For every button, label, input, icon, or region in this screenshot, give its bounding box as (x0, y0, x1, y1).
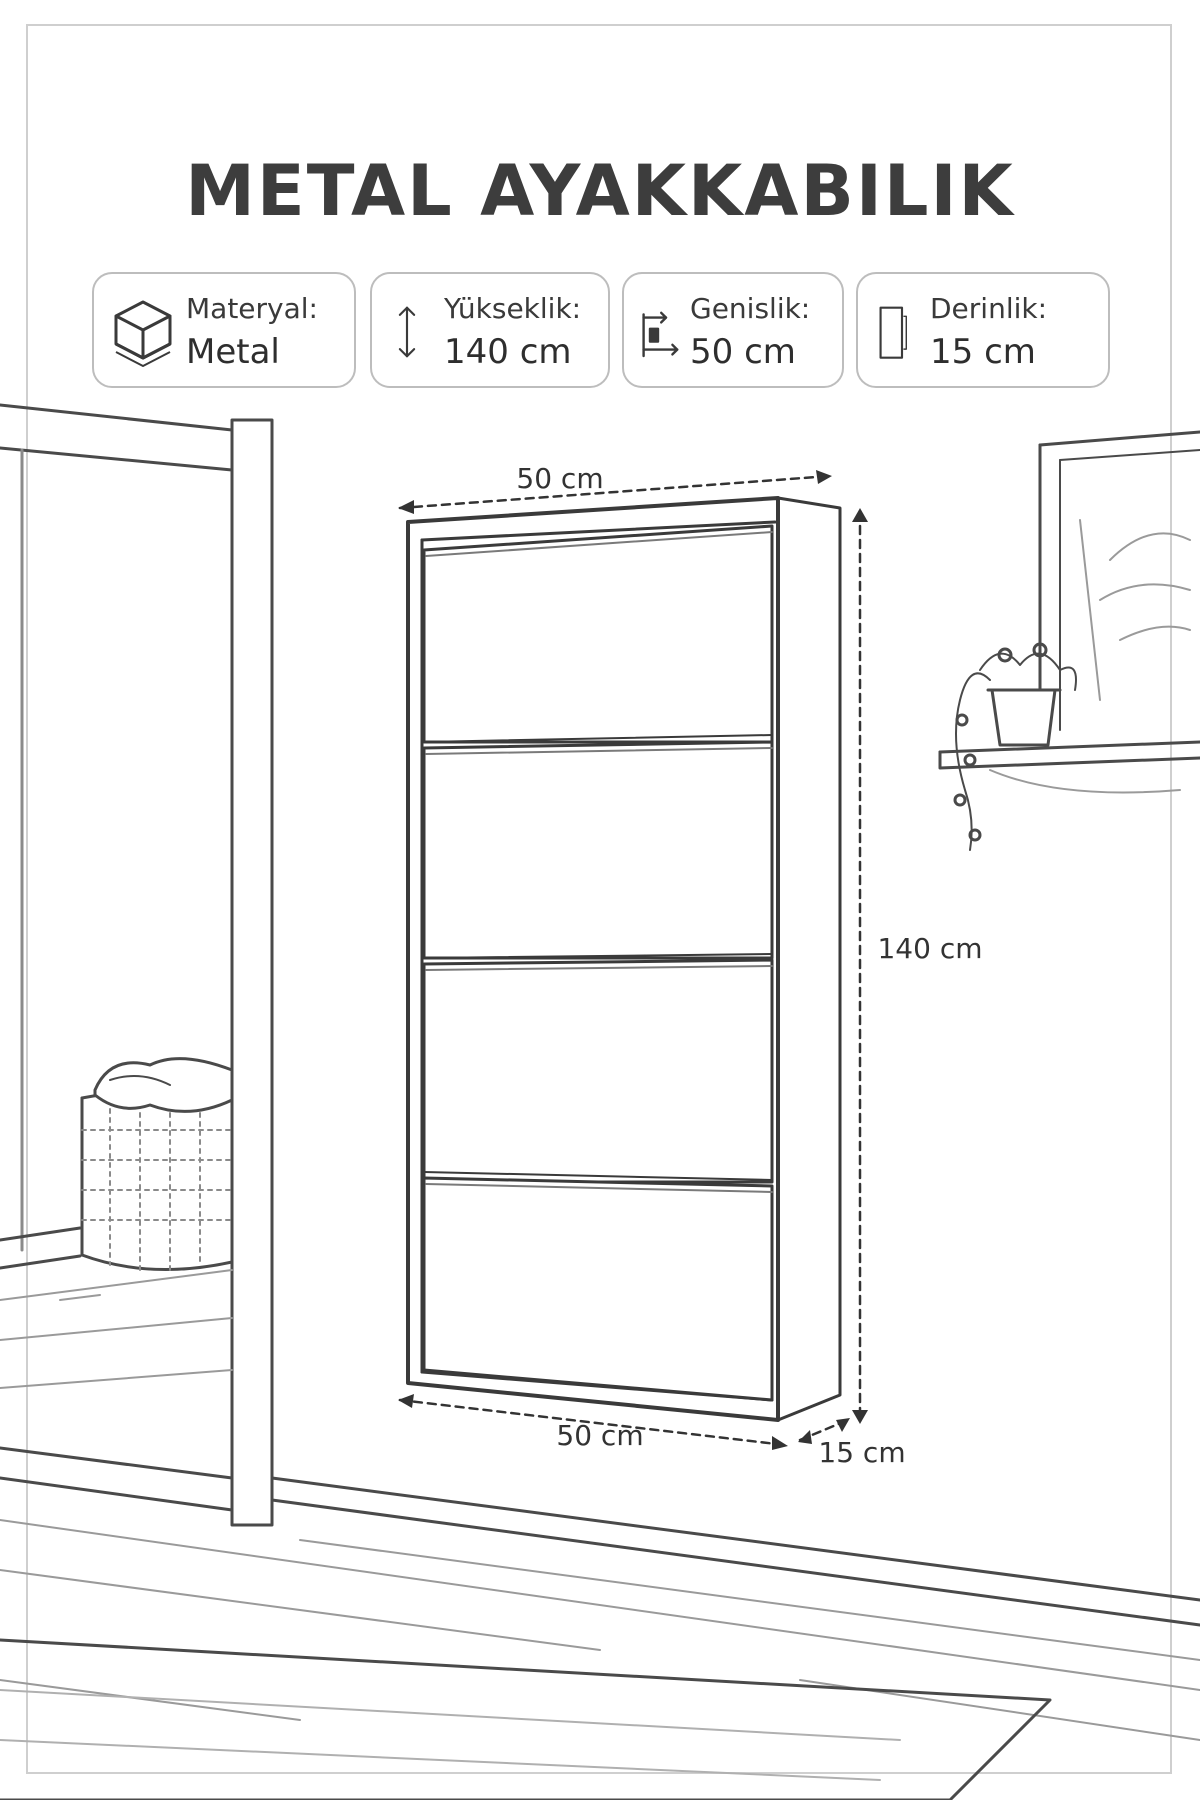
wall-shelf-illustration (938, 740, 1200, 794)
potted-plant-illustration (953, 642, 1077, 851)
vertical-arrow-icon (398, 306, 416, 358)
bottom-width-dimension-line (398, 1398, 787, 1447)
left-ceiling-beam-bottom (0, 446, 234, 472)
rug-outline (0, 1638, 1052, 1800)
spec-card-depth: Derinlik: 15 cm (856, 272, 1110, 388)
door-frame-post (230, 418, 274, 1527)
cabinet-door-3 (422, 958, 774, 1184)
cabinet-door-1 (422, 524, 774, 744)
spec-value-height: 140 cm (444, 332, 572, 372)
depth-panel-icon (879, 306, 907, 359)
spec-label-material: Materyal: (186, 292, 318, 325)
spec-value-depth: 15 cm (930, 332, 1036, 372)
page-title: METAL AYAKKABILIK (185, 150, 1015, 232)
wall-picture-illustration (1038, 430, 1200, 747)
top-width-label: 50 cm (516, 462, 603, 495)
spec-card-width: Genislik: 50 cm (622, 272, 844, 388)
top-width-dimension-line (398, 474, 832, 510)
depth-label: 15 cm (818, 1436, 905, 1469)
horizontal-arrow-icon (642, 311, 679, 358)
spec-label-width: Genislik: (690, 292, 811, 325)
spec-value-width: 50 cm (690, 332, 796, 372)
spec-value-material: Metal (186, 332, 280, 372)
laundry-basket-illustration (80, 1057, 234, 1271)
spec-card-height: Yükseklik: 140 cm (370, 272, 610, 388)
spec-label-depth: Derinlik: (930, 292, 1048, 325)
bottom-width-label: 50 cm (556, 1419, 643, 1452)
spec-label-height: Yükseklik: (444, 292, 582, 325)
cabinet-door-4 (422, 1176, 774, 1402)
left-ceiling-beam-top (0, 403, 234, 432)
image-frame (26, 24, 1172, 1774)
cabinet-door-2 (422, 740, 774, 960)
height-label: 140 cm (877, 932, 982, 965)
shoe-cabinet-illustration (406, 496, 842, 1422)
cube-icon (114, 300, 172, 367)
spec-card-material: Materyal: Metal (92, 272, 356, 388)
